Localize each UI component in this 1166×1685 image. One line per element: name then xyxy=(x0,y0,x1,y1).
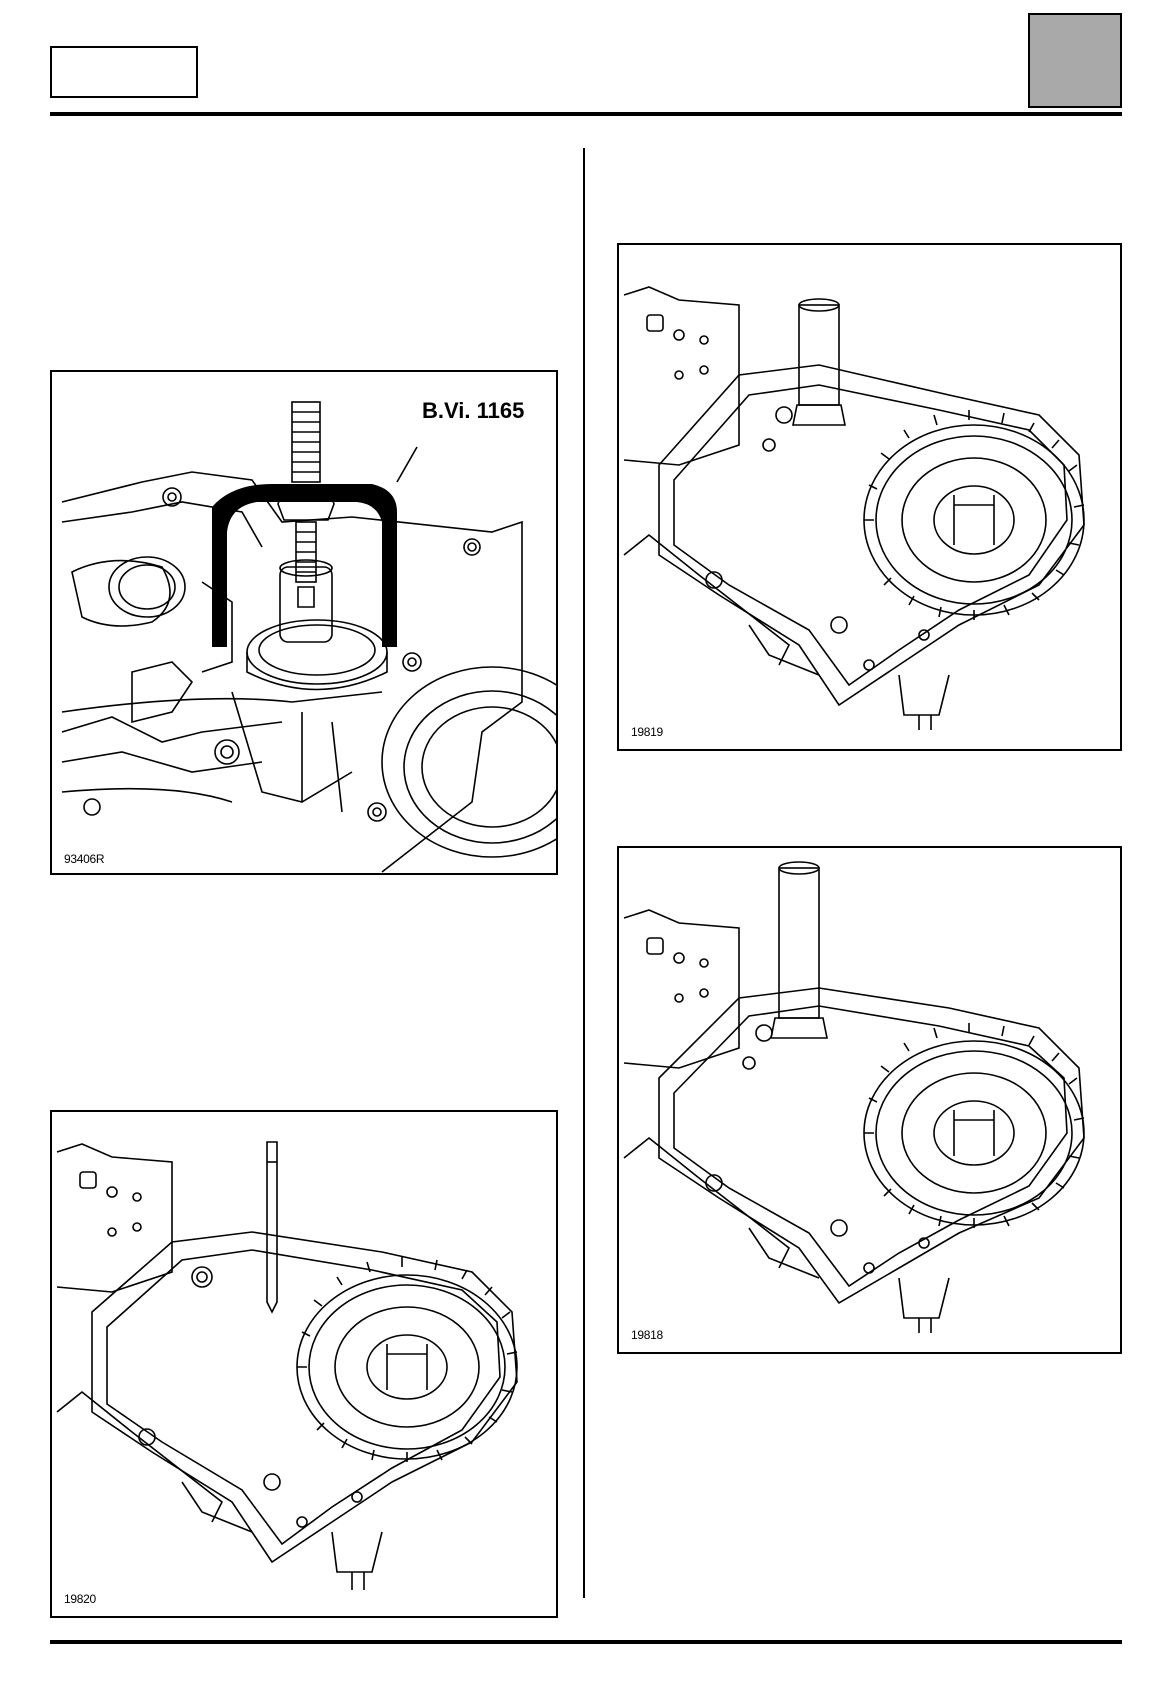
figure-extractor: B.Vi. 1165 93406R xyxy=(50,370,558,875)
figure-caption: 19818 xyxy=(631,1328,663,1342)
gearbox-screwdriver-illustration xyxy=(56,1141,518,1590)
footer-rule xyxy=(50,1640,1122,1644)
header-grey-tab xyxy=(1028,13,1122,108)
header-label-box xyxy=(50,46,198,98)
figure-screwdriver: 19820 xyxy=(50,1110,558,1618)
figure-long-sleeve: 19818 xyxy=(617,846,1122,1354)
figure-caption: 19819 xyxy=(631,725,663,739)
gearbox-long-sleeve-illustration xyxy=(623,861,1085,1333)
header-rule xyxy=(50,112,1122,116)
gearbox-extractor-illustration xyxy=(61,401,556,873)
figure-caption: 93406R xyxy=(64,852,105,866)
figure-short-sleeve: 19819 xyxy=(617,243,1122,751)
tool-reference-label: B.Vi. 1165 xyxy=(422,398,525,423)
figure-caption: 19820 xyxy=(64,1592,96,1606)
column-divider xyxy=(583,148,585,1598)
gearbox-sleeve-illustration xyxy=(623,286,1085,730)
